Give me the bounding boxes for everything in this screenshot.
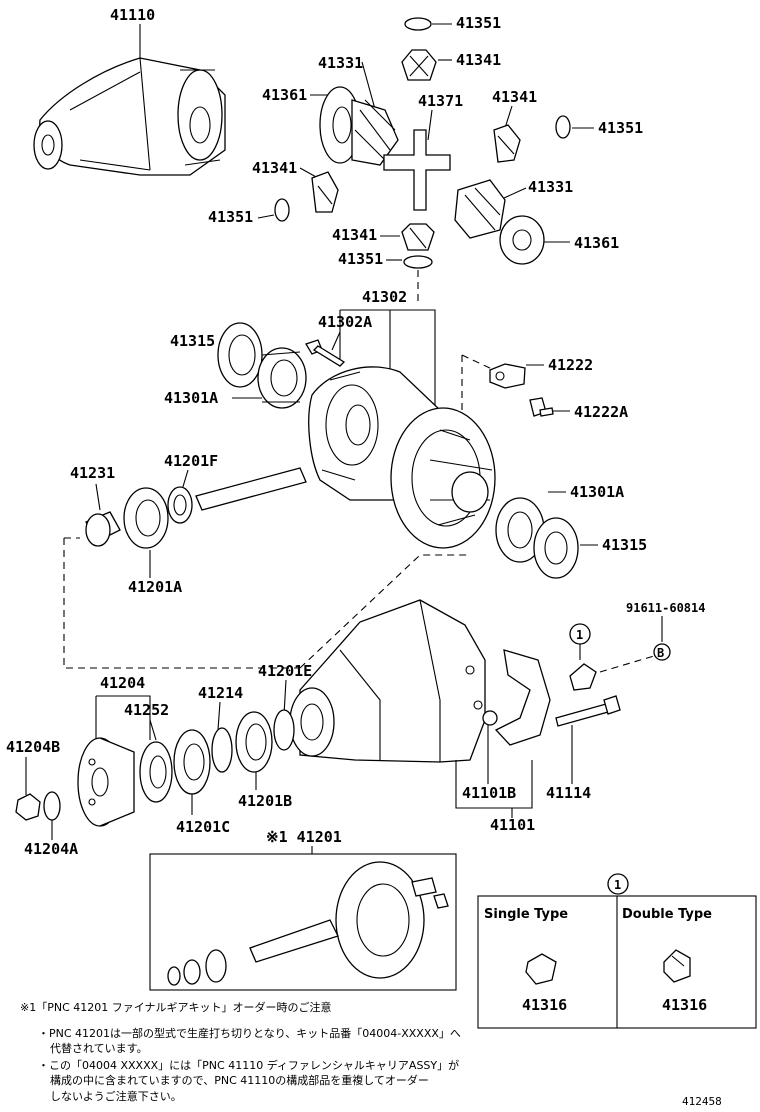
bolt-41222A	[529, 397, 554, 417]
label-41214: 41214	[198, 684, 243, 702]
label-41371: 41371	[418, 92, 463, 110]
label-41341-bottom: 41341	[332, 226, 377, 244]
label-41101: 41101	[490, 816, 535, 834]
label-41361-right: 41361	[574, 234, 619, 252]
thrust-washer-41361-right	[499, 215, 545, 265]
clip-41316-small	[569, 663, 597, 691]
note-line-1: ※1「PNC 41201 ファイナルギアキット」オーダー時のご注意	[20, 1001, 332, 1014]
bearing-41201B	[235, 711, 273, 773]
legend-marker-circle	[607, 873, 629, 895]
washer-41201E	[273, 709, 295, 751]
kit-gear-drawing	[167, 861, 449, 986]
label-41302A: 41302A	[318, 313, 372, 331]
label-41114: 41114	[546, 784, 591, 802]
label-41301A-left: 41301A	[164, 389, 218, 407]
label-41204: 41204	[100, 674, 145, 692]
bearing-41201A	[123, 487, 169, 549]
legend-marker-label: 1	[614, 878, 621, 892]
label-41101B: 41101B	[462, 784, 516, 802]
label-41110: 41110	[110, 6, 155, 24]
note-line-5: 構成の中に含まれていますので、PNC 41110の構成部品を重複してオーダー	[50, 1074, 429, 1087]
label-41201F: 41201F	[164, 452, 218, 470]
ring-gear-41201	[390, 407, 496, 549]
washer-41351-left	[274, 198, 290, 222]
ref-circle-1-label: 1	[576, 628, 583, 642]
washer-41351-right	[555, 115, 571, 139]
label-41201E: 41201E	[258, 662, 312, 680]
label-41201-kit: ※1 41201	[266, 828, 342, 846]
label-41315-left: 41315	[170, 332, 215, 350]
label-41341-left: 41341	[252, 159, 297, 177]
bearing-41301A-left	[257, 347, 307, 409]
label-41351-bottom: 41351	[338, 250, 383, 268]
label-91611-60814: 91611-60814	[626, 601, 705, 615]
washer-41351-bottom	[403, 255, 433, 269]
note-line-2: ・PNC 41201は一部の型式で生産打ち切りとなり、キット品番「04004-X…	[38, 1027, 461, 1040]
label-41351-left: 41351	[208, 208, 253, 226]
label-41252: 41252	[124, 701, 169, 719]
washer-41201F	[167, 486, 193, 524]
label-41201C: 41201C	[176, 818, 230, 836]
bearing-cup-41315-right	[533, 517, 579, 579]
ref-circle-b-label: B	[657, 646, 664, 660]
label-41201B: 41201B	[238, 792, 292, 810]
spacer-41214	[211, 727, 233, 773]
dashed-boundary-left	[63, 538, 300, 669]
washer-41351-top	[404, 17, 432, 31]
figure-reference-number: 412458	[682, 1095, 722, 1108]
single-type-clip-drawing	[525, 953, 557, 985]
bearing-41201C	[173, 729, 211, 795]
label-41222A: 41222A	[574, 403, 628, 421]
label-41351-top: 41351	[456, 14, 501, 32]
pinion-shaft-drawing	[195, 467, 307, 511]
kit-box-41201	[149, 853, 457, 991]
companion-flange-41204	[77, 737, 135, 827]
carrier-assembly-drawing	[33, 57, 226, 176]
label-41331-right: 41331	[528, 178, 573, 196]
label-41341-right: 41341	[492, 88, 537, 106]
nut-41204B	[15, 793, 41, 821]
pinion-gear-41341-top	[401, 49, 437, 81]
legend-single-title: Single Type	[484, 907, 568, 922]
washer-41204A	[43, 791, 61, 821]
legend-double-title: Double Type	[622, 907, 712, 922]
note-line-3: 代替されています。	[50, 1042, 148, 1055]
label-41302: 41302	[362, 288, 407, 306]
label-41315-right: 41315	[602, 536, 647, 554]
label-41231: 41231	[70, 464, 115, 482]
pinion-gear-41341-left	[311, 171, 339, 213]
label-41204B: 41204B	[6, 738, 60, 756]
housing-41101	[289, 599, 486, 763]
bearing-cup-41315-left	[217, 322, 263, 388]
bolt-41302A	[305, 339, 346, 367]
oil-seal-41252	[139, 741, 173, 803]
bearing-cap-41101B	[482, 649, 551, 746]
note-line-4: ・この「04004 XXXXX」には「PNC 41110 ディファレンシャルキャ…	[38, 1059, 460, 1072]
label-41351-right: 41351	[598, 119, 643, 137]
pinion-gear-41341-right	[493, 124, 521, 163]
label-41222: 41222	[548, 356, 593, 374]
label-41361-top: 41361	[262, 86, 307, 104]
legend-double-part: 41316	[662, 996, 707, 1014]
label-41204A: 41204A	[24, 840, 78, 858]
bolt-41114	[555, 695, 621, 727]
pinion-shaft-41371	[383, 129, 451, 211]
note-line-6: しないようご注意下さい。	[50, 1090, 182, 1103]
label-41301A-right: 41301A	[570, 483, 624, 501]
label-41201A: 41201A	[128, 578, 182, 596]
double-type-clip-drawing	[663, 949, 691, 983]
pinion-gear-41341-bottom	[401, 223, 435, 251]
label-41331-top: 41331	[318, 54, 363, 72]
side-gear-41331-left	[351, 99, 399, 166]
label-41341-top: 41341	[456, 51, 501, 69]
side-gear-41331-right	[454, 179, 506, 239]
spacer-41231	[85, 511, 121, 547]
legend-single-part: 41316	[522, 996, 567, 1014]
ref-circle-b	[653, 643, 671, 661]
lock-plate-41222	[489, 363, 526, 389]
